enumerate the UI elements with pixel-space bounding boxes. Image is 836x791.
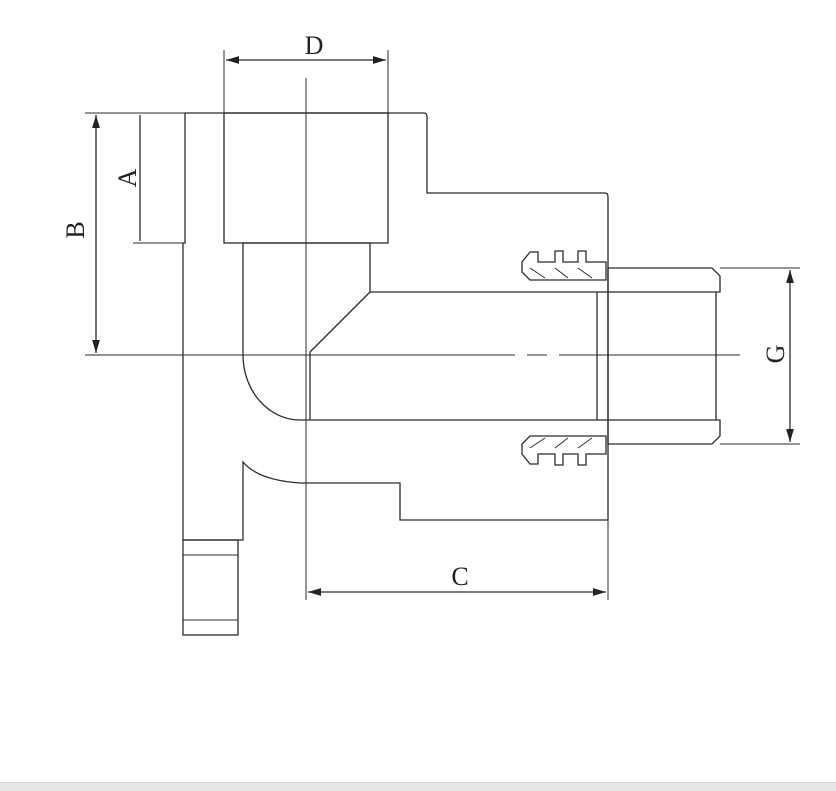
extension-lines — [85, 50, 800, 600]
dimension-b-label: B — [61, 221, 90, 238]
dimension-a-label: A — [113, 168, 142, 187]
chamfer-line — [309, 291, 371, 353]
dimension-c-label: C — [451, 562, 468, 591]
flange-tab — [182, 539, 239, 636]
internal-passage — [242, 242, 609, 421]
dimension-d-label: D — [305, 31, 324, 60]
dimension-g-label: G — [761, 345, 790, 364]
thread-top — [521, 250, 607, 281]
thread-bottom — [521, 435, 607, 466]
bottom-scroll-area — [0, 782, 836, 791]
nipple-bottom-wall — [607, 419, 721, 445]
fitting-body — [182, 112, 609, 541]
nipple-top-wall — [607, 267, 721, 293]
